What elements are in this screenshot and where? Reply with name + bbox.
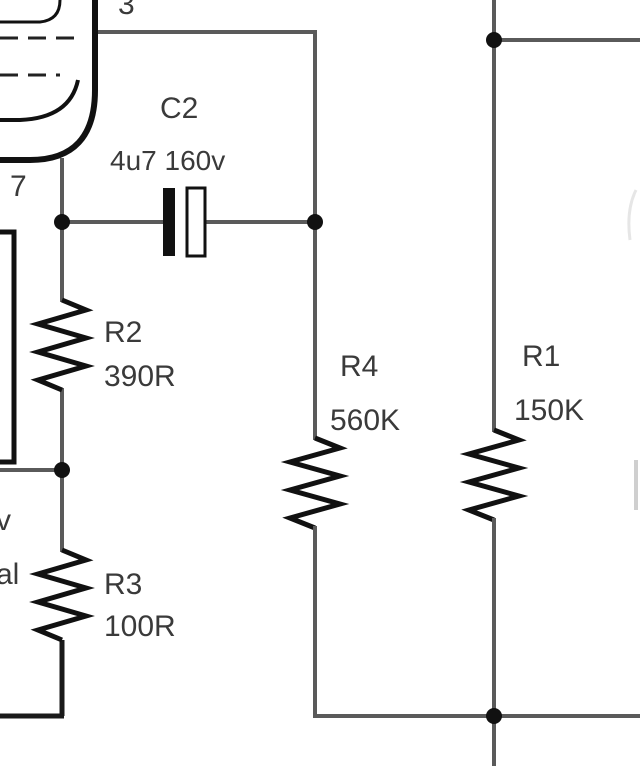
resistor-r1 [459,427,529,523]
junction-dot [486,708,502,724]
pin-3-label: 3 [118,0,135,21]
r4-ref: R4 [340,350,378,383]
junction-dot [54,214,70,230]
resistor-r2 [29,297,95,393]
r1-ref: R1 [522,340,560,373]
capacitor-c2 [163,186,207,258]
r4-value: 560K [330,404,400,437]
junction-dot [486,32,502,48]
left-fragment-al: al [0,558,19,591]
vacuum-tube [0,0,98,163]
r3-ref: R3 [104,568,142,601]
c2-value: 4u7 160v [110,145,225,176]
left-component-box [0,229,17,465]
edge-fragment [627,189,638,241]
junction-dot [307,214,323,230]
c2-ref: C2 [160,92,198,125]
r1-value: 150K [514,394,584,427]
anode-wire [98,30,317,224]
resistor-r4 [280,435,350,531]
junction-dot [54,462,70,478]
resistor-r3 [29,547,95,643]
r2-value: 390R [104,360,176,393]
r3-value: 100R [104,610,176,643]
left-fragment-v: v [0,504,11,537]
r2-ref: R2 [104,316,142,349]
pin-7-label: 7 [10,170,27,203]
